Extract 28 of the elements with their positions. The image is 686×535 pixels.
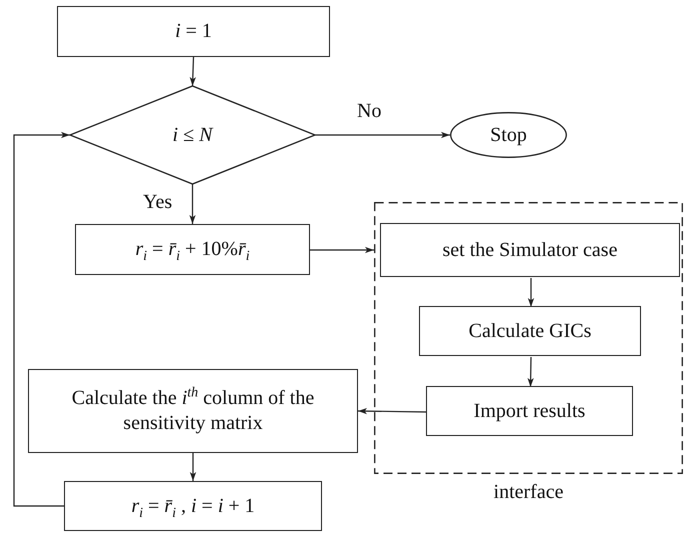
process-box xyxy=(419,306,641,356)
process-box xyxy=(64,481,322,531)
process-box xyxy=(75,224,310,275)
terminal-ellipse xyxy=(450,112,567,158)
arrow xyxy=(190,56,196,86)
arrow xyxy=(190,453,196,481)
arrow xyxy=(358,408,427,414)
group-label: interface xyxy=(492,480,564,505)
node-text: Import results xyxy=(472,398,586,424)
decision-diamond xyxy=(70,86,315,184)
process-box xyxy=(380,223,680,277)
node-text: r$_{i}$ = r̄$_{i}$ , i = i + 1 xyxy=(130,494,256,518)
node-text: r$_{i}$ = r̄$_{i}$ + 10%r̄$_{i}$ xyxy=(134,237,251,262)
process-box xyxy=(57,6,330,57)
node-text: Calculate GICs xyxy=(468,318,592,344)
arrow xyxy=(315,132,450,138)
arrow xyxy=(310,246,374,254)
arrow xyxy=(528,278,534,307)
process-box xyxy=(28,369,358,453)
arrow xyxy=(528,356,534,388)
node-text: Calculate the i$^{th}$ column of the sensitivity matrix xyxy=(70,386,316,436)
node-text: set the Simulator case xyxy=(442,238,618,262)
node-text: Stop xyxy=(489,122,528,148)
arrow xyxy=(13,132,70,507)
node-text: i ≤ N xyxy=(172,122,214,148)
process-box xyxy=(426,386,633,436)
node-text: i = 1 xyxy=(174,19,213,44)
arrow xyxy=(189,184,196,224)
